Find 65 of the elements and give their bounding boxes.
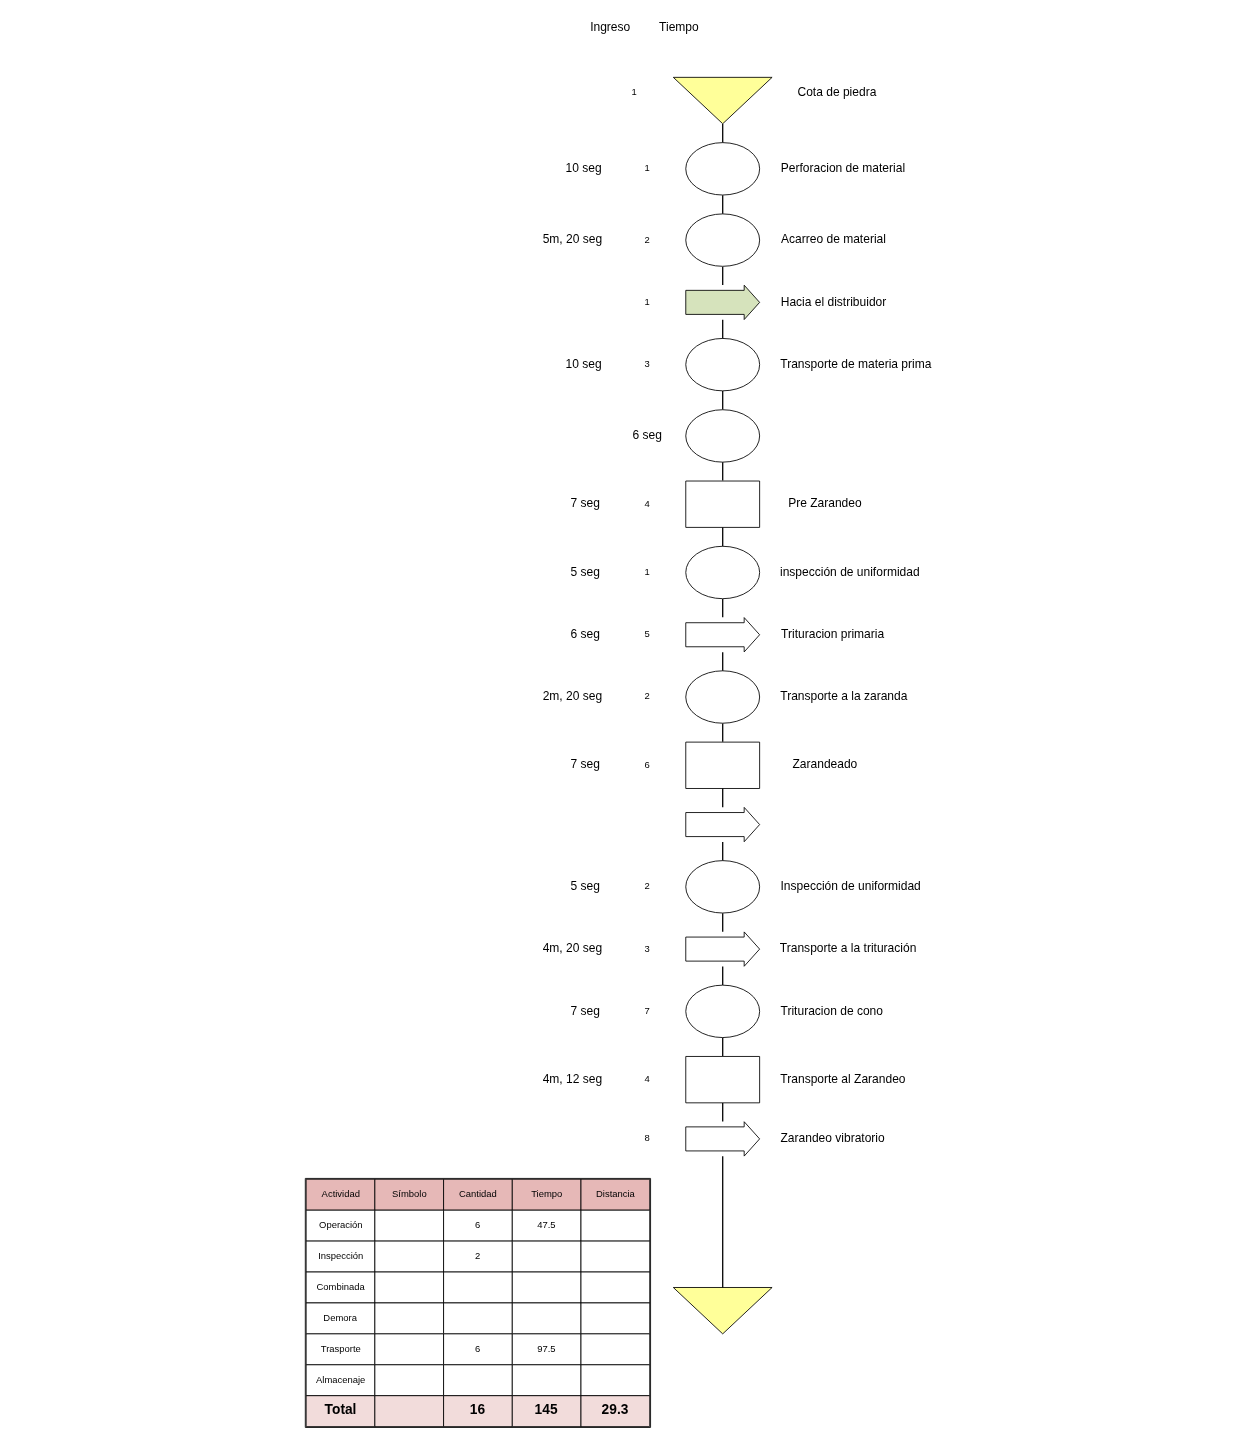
node-label: Trituracion de cono: [780, 1003, 883, 1018]
node-label: 7 seg: [570, 1003, 600, 1018]
node-label: inspección de uniformidad: [780, 564, 920, 579]
node-label: 7: [644, 1004, 650, 1016]
node-label: 3: [644, 942, 650, 954]
node-label: 2: [644, 690, 650, 702]
node-label: Inspección de uniformidad: [780, 879, 921, 894]
label: Ingreso: [590, 19, 631, 34]
node-label: Transporte al Zarandeo: [780, 1071, 906, 1086]
label: 145: [534, 1401, 558, 1417]
node-label: 8: [644, 1132, 650, 1144]
node-label: Acarreo de material: [781, 232, 886, 247]
node-label: Perforacion de material: [780, 161, 906, 175]
label: Demora: [323, 1311, 357, 1323]
node-label: 6 seg: [570, 626, 600, 641]
node-label: Hacia el distribuidor: [780, 294, 887, 309]
node-label: 1: [631, 86, 637, 98]
label: Actividad: [321, 1188, 360, 1200]
node-label: Transporte a la zaranda: [780, 689, 908, 704]
node-label: 10 seg: [565, 356, 602, 371]
label: Almacenaje: [316, 1373, 366, 1385]
node-label: Zarandeado: [792, 757, 858, 772]
node-label: 2m, 20 seg: [542, 689, 603, 704]
label: 6: [474, 1219, 481, 1231]
label: 2: [474, 1249, 481, 1261]
label: Cantidad: [459, 1188, 497, 1200]
node-label: 6: [644, 758, 650, 770]
label: Inspección: [318, 1249, 364, 1261]
node-label: 10 seg: [565, 161, 602, 175]
node-label: 5 seg: [570, 564, 600, 579]
node-label: 6 seg: [632, 428, 662, 443]
node-label: 1: [644, 295, 650, 307]
label: Tiempo: [659, 19, 699, 34]
label: Operación: [319, 1219, 363, 1231]
label: 97.5: [537, 1342, 556, 1354]
node-label: 5: [644, 628, 650, 640]
node-label: 2: [644, 233, 650, 245]
node-label: Pre Zarandeo: [788, 496, 862, 511]
node-label: Zarandeo vibratorio: [780, 1131, 885, 1146]
node-label: 7 seg: [570, 757, 600, 772]
node-label: 4m, 20 seg: [542, 941, 603, 956]
label: 16: [469, 1401, 486, 1417]
node-label: 1: [644, 565, 650, 577]
node-label: 4: [644, 497, 650, 509]
label: Distancia: [596, 1188, 635, 1200]
label: 6: [474, 1342, 481, 1354]
node-label: 7 seg: [570, 496, 600, 511]
node-label: 4: [644, 1073, 650, 1085]
node-label: 4m, 12 seg: [542, 1071, 603, 1086]
label: Tiempo: [531, 1188, 563, 1200]
node-label: Transporte a la trituración: [779, 941, 917, 956]
node-label: Cota de piedra: [797, 85, 877, 99]
label: Combinada: [316, 1280, 365, 1292]
label: Total: [324, 1401, 357, 1417]
node-label: 1: [644, 162, 650, 174]
node-label: 5m, 20 seg: [542, 232, 603, 247]
label: 29.3: [601, 1401, 629, 1417]
node-label: Trituracion primaria: [781, 626, 885, 641]
node-label: 5 seg: [570, 879, 600, 894]
label: Símbolo: [392, 1188, 427, 1200]
label: Trasporte: [320, 1342, 361, 1354]
node-label: Transporte de materia prima: [780, 356, 932, 371]
node-label: 3: [644, 358, 650, 370]
node-label: 2: [644, 880, 650, 892]
label: 47.5: [537, 1219, 556, 1231]
